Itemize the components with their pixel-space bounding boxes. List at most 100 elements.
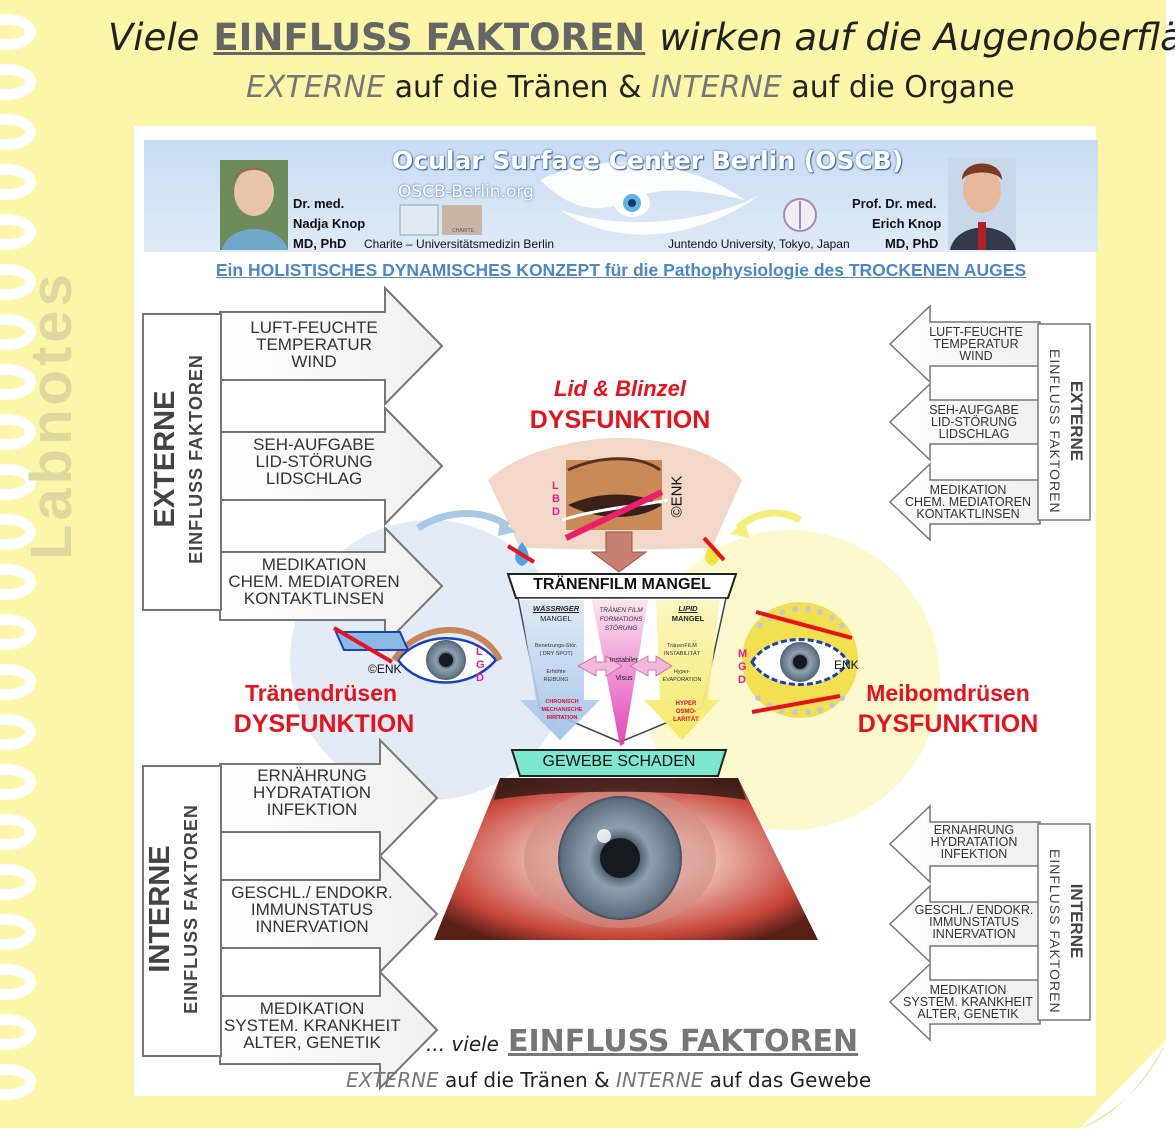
lipid-deficit-label: LIPID MANGEL — [656, 604, 720, 624]
concept-subtitle: Ein HOLISTISCHES DYNAMISCHES KONZEPT für… — [215, 260, 1027, 280]
binder-ring — [0, 214, 36, 250]
mgd-letters: M G D — [738, 648, 747, 687]
tear-film-deficit-label: TRÄNENFILM MANGEL — [533, 576, 711, 593]
step-line: EVAPORATION — [662, 677, 702, 683]
arrow-text-visual-task: SEH-AUFGABE LID-STÖRUNG LIDSCHLAG — [226, 436, 402, 487]
arrow-line: CHEM. MEDIATOREN — [905, 495, 1031, 509]
step-line: Instabiler — [609, 657, 639, 664]
arrow-line: LID-STÖRUNG — [255, 452, 373, 471]
binder-ring — [0, 414, 36, 450]
arrow-line: SYSTEM. KRANKHEIT — [224, 1016, 401, 1035]
step-line: TränenFILM — [667, 643, 697, 649]
right-internal-label: INTERNE — [1067, 883, 1086, 959]
lacrimal-copyright: ©ENK — [368, 662, 402, 676]
aqueous-line: WÄSSRIGER — [532, 604, 580, 613]
banner-url[interactable]: OSCB-Berlin.org — [398, 182, 534, 202]
arrow-line: IMMUNSTATUS — [250, 900, 374, 919]
right-person-name: Erich Knop — [872, 216, 942, 231]
footer-line2: EXTERNE auf die Tränen & INTERNE auf das… — [346, 1068, 871, 1092]
lgd-letter: G — [476, 659, 485, 671]
binder-ring — [0, 914, 36, 950]
binder-ring — [0, 864, 36, 900]
banner-title: Ocular Surface Center Berlin (OSCB) — [392, 146, 904, 175]
binder-ring — [0, 464, 36, 500]
mgd-letter: G — [738, 661, 747, 673]
arrow-line: GESCHL./ ENDOKR. — [231, 883, 393, 902]
arrow-line: ALTER, GENETIK — [243, 1033, 381, 1052]
subheadline-suffix: auf die Organe — [791, 70, 1015, 105]
step-line: Benetzungs-Stör. — [534, 643, 578, 649]
arrow-line: MEDIKATION — [929, 483, 1007, 497]
binder-ring — [0, 764, 36, 800]
lid-blink-dysfunction: DYSFUNKTION — [529, 406, 711, 434]
subheadline-interne: INTERNE — [651, 70, 782, 105]
arrow-line: LUFT-FEUCHTE — [250, 318, 378, 337]
arrow-text-systemic: MEDIKATION SYSTEM. KRANKHEIT ALTER, GENE… — [224, 999, 401, 1052]
lbd-letters: L B D — [552, 480, 560, 519]
result-line: OSMO- — [675, 709, 697, 715]
arrow-text-humidity: LUFT-FEUCHTE TEMPERATUR WIND — [226, 319, 402, 370]
lipid-steps: TränenFILM INSTABILITÄT Hyper- EVAPORATI… — [650, 642, 714, 684]
footer-mid: auf die Tränen & — [445, 1068, 610, 1092]
right-arrow-text-nutrition: ERNAHRUNG HYDRATATION INFEKTION — [904, 823, 1044, 861]
binder-ring — [0, 264, 36, 300]
formation-line: FORMATIONS — [599, 616, 643, 623]
binder-ring — [0, 1014, 36, 1050]
arrow-line: HYDRATATION — [252, 783, 372, 802]
headline-strong: EINFLUSS FAKTOREN — [213, 16, 646, 59]
lbd-letter: L — [552, 480, 559, 492]
result-line: HYPER — [675, 701, 697, 707]
right-arrow-text-systemic: MEDIKATION SYSTEM. KRANKHEIT ALTER, GENE… — [898, 983, 1038, 1021]
arrow-line: ERNAHRUNG — [933, 823, 1015, 837]
mgd-letter: M — [738, 648, 748, 660]
lbd-letter: D — [552, 506, 560, 518]
arrow-line: INFEKTION — [940, 847, 1008, 861]
lgd-letter: L — [476, 646, 483, 658]
arrow-line: ALTER, GENETIK — [917, 1007, 1019, 1021]
arrow-line: KONTAKTLINSEN — [243, 589, 385, 608]
arrow-line: SYSTEM. KRANKHEIT — [903, 995, 1033, 1009]
arrow-line: SEH-AUFGABE — [929, 403, 1019, 417]
headline-prefix: Viele — [108, 16, 200, 59]
right-arrow-text-humidity: LUFT-FEUCHTE TEMPERATUR WIND — [906, 326, 1046, 363]
right-arrow-text-visual-task: SEH-AUFGABE LID-STÖRUNG LIDSCHLAG — [904, 403, 1044, 441]
binder-ring — [0, 364, 36, 400]
left-person-name: Nadja Knop — [293, 216, 366, 231]
lipid-line: MANGEL — [671, 614, 705, 623]
aqueous-steps: Benetzungs-Stör. ( DRY SPOT) Erhöhte REI… — [524, 642, 588, 684]
arrow-line: WIND — [959, 349, 993, 363]
meibomian-copyright: ENK — [834, 658, 859, 672]
meibomian-gland-title: Meibomdrüsen — [866, 680, 1030, 706]
right-internal-sublabel: EINFLUSS FAKTOREN — [1047, 849, 1063, 1014]
arrow-line: CHEM. MEDIATOREN — [228, 572, 400, 591]
lid-copyright: ©ENK — [668, 475, 686, 518]
arrow-line: LIDSCHLAG — [265, 469, 363, 488]
charite-logo-text: CHARITE — [452, 228, 474, 234]
arrow-line: MEDIKATION — [259, 999, 365, 1018]
binder-ring — [0, 614, 36, 650]
unstable-vision-label: Instabiler Visus — [596, 652, 652, 688]
tissue-damage-label: GEWEBE SCHADEN — [542, 753, 696, 770]
binder-ring — [0, 814, 36, 850]
step-line: INSTABILITÄT — [664, 651, 700, 657]
arrow-line: SEH-AUFGABE — [253, 435, 375, 454]
arrow-line: TEMPERATUR — [256, 335, 372, 354]
arrow-line: LIDSCHLAG — [938, 427, 1010, 441]
left-internal-sublabel: EINFLUSS FAKTOREN — [181, 804, 201, 1014]
formation-line: STÖRUNG — [604, 625, 638, 632]
binder-ring — [0, 64, 36, 100]
headline: Viele EINFLUSS FAKTOREN wirken auf die Aug… — [108, 16, 1175, 59]
hyperosmolarity-label: HYPER OSMO- LARITÄT — [654, 700, 718, 724]
step-line: REIBUNG — [543, 677, 569, 683]
arrow-line: KONTAKTLINSEN — [916, 507, 1020, 521]
left-person-institution: Charite – Universitätsmedizin Berlin — [364, 237, 555, 251]
right-person-institution: Juntendo University, Tokyo, Japan — [668, 237, 850, 251]
binder-ring — [0, 564, 36, 600]
headline-suffix: wirken auf die Augenoberfläche — [659, 16, 1175, 59]
arrow-line: MEDIKATION — [929, 983, 1007, 997]
arrow-line: ERNÄHRUNG — [257, 766, 367, 785]
binder-ring — [0, 164, 36, 200]
lid-blink-title: Lid & Blinzel — [554, 376, 686, 401]
